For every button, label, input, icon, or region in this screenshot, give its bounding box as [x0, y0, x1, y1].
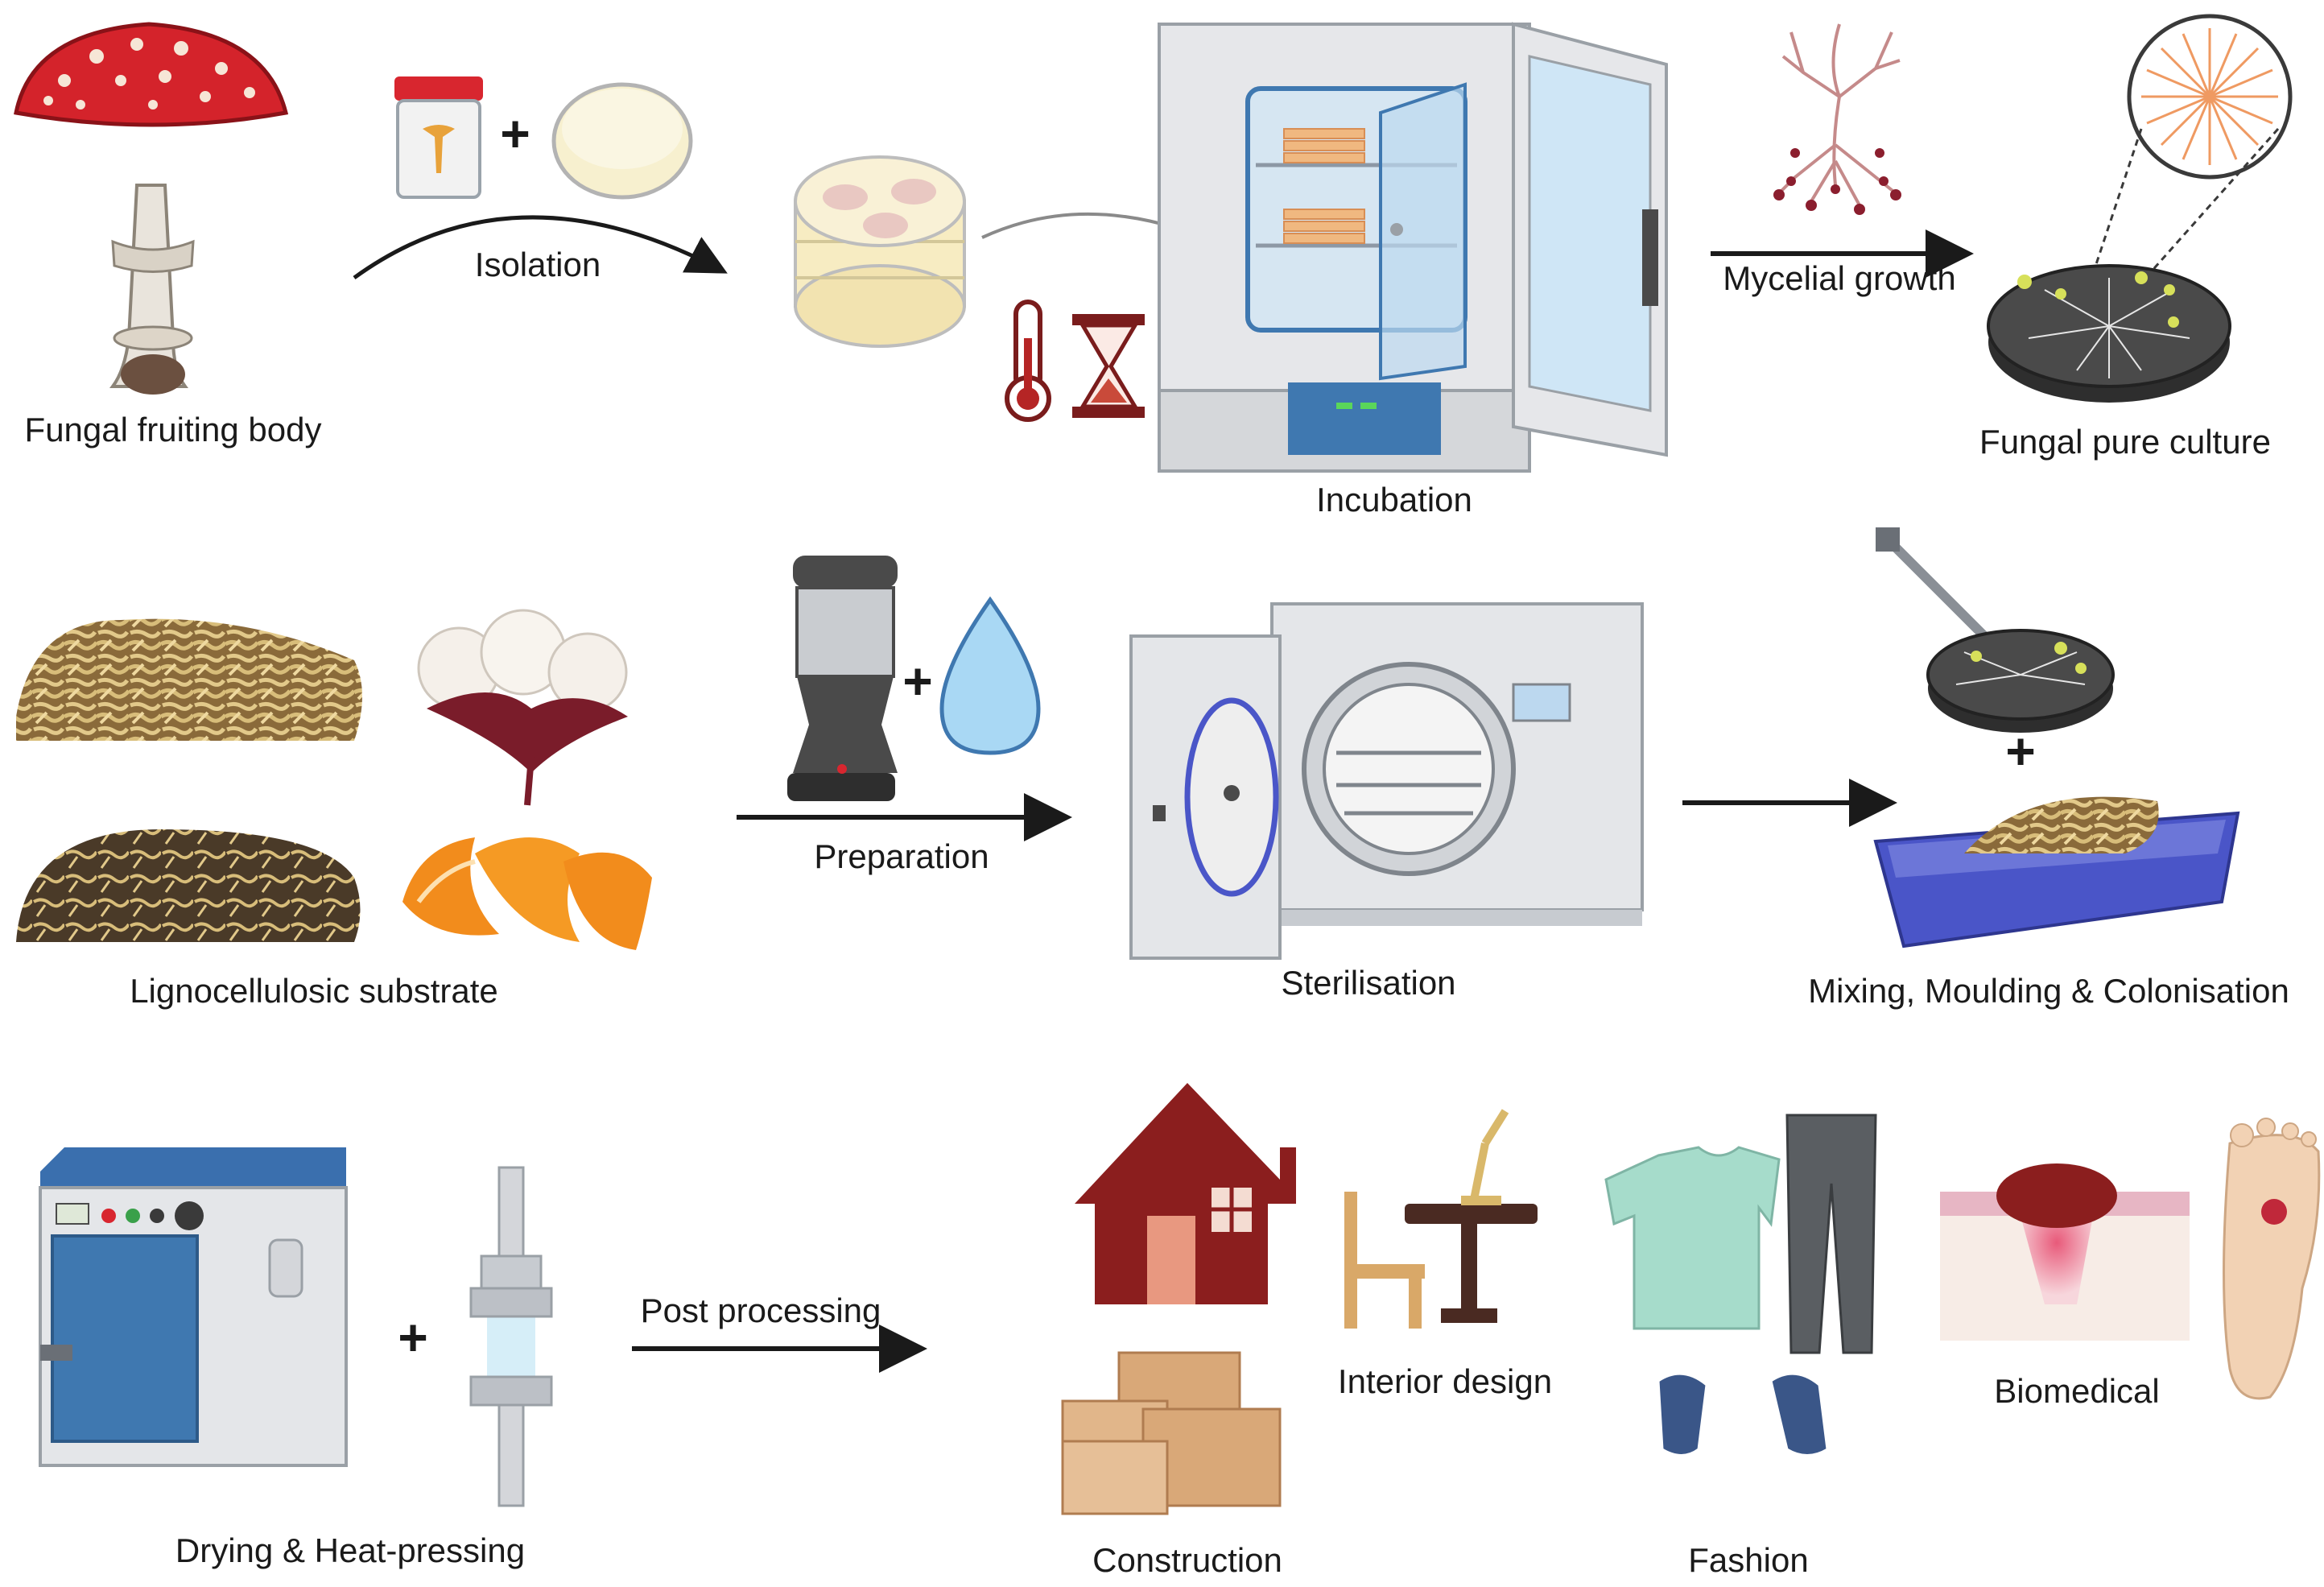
- label-fungal-fruiting-body: Fungal fruiting body: [25, 411, 322, 448]
- mycelium-tree-icon: [1773, 23, 1901, 215]
- boxes-icon: [1061, 1351, 1282, 1515]
- water-drop-icon: [939, 596, 1041, 755]
- plus-sign-isolation: +: [500, 105, 530, 163]
- thermometer-icon: [1005, 300, 1051, 422]
- hourglass-icon: [1072, 314, 1145, 418]
- press-icon: [469, 1166, 553, 1507]
- label-preparation: Preparation: [814, 837, 989, 875]
- house-icon: [1075, 1083, 1296, 1304]
- inoculum-petri-icon: [1926, 629, 2115, 733]
- tshirt-icon: [1604, 1146, 1781, 1330]
- label-isolation: Isolation: [475, 246, 601, 283]
- chair-icon: [1344, 1192, 1425, 1329]
- petri-dish-icon: [551, 82, 693, 200]
- plus-sign-preparation: +: [902, 652, 932, 710]
- label-sterilisation: Sterilisation: [1281, 964, 1455, 1002]
- trousers-icon: [1785, 1114, 1877, 1354]
- straw-pile-icon: [16, 618, 362, 942]
- tray-icon: [1873, 796, 2240, 948]
- cotton-icon: [417, 609, 628, 806]
- foot-icon: [2223, 1118, 2321, 1400]
- label-mycelial-growth: Mycelial growth: [1723, 259, 1955, 297]
- label-post-processing: Post processing: [641, 1292, 881, 1329]
- mycelium-magnifier-icon: [2091, 14, 2293, 275]
- label-drying-heat-pressing: Drying & Heat-pressing: [175, 1531, 525, 1569]
- plus-sign-drying: +: [398, 1308, 427, 1366]
- orange-peel-icon: [402, 837, 652, 950]
- label-biomedical: Biomedical: [1994, 1372, 2159, 1410]
- label-incubation: Incubation: [1316, 481, 1472, 519]
- grinder-icon: [787, 556, 898, 801]
- incubator-icon: [1158, 22, 1668, 473]
- skin-wound-icon: [1940, 1163, 2190, 1341]
- inoculation-loop-icon: [1876, 527, 1988, 640]
- label-fashion: Fashion: [1688, 1541, 1808, 1579]
- label-interior-design: Interior design: [1338, 1362, 1552, 1400]
- stacked-petri-dishes-icon: [794, 155, 966, 348]
- label-fungal-pure-culture: Fungal pure culture: [1979, 423, 2271, 461]
- desk-lamp-icon: [1405, 1109, 1538, 1323]
- mushroom-icon: [14, 22, 289, 395]
- plus-sign-mixing: +: [2005, 722, 2035, 780]
- specimen-jar-icon: [394, 76, 483, 199]
- sneaker-icon: [1657, 1372, 1829, 1457]
- isolation-arrow: [353, 215, 728, 280]
- autoclave-icon: [1129, 602, 1644, 960]
- pure-culture-petri-icon: [1987, 264, 2231, 403]
- label-lignocellulosic-substrate: Lignocellulosic substrate: [130, 972, 498, 1010]
- drying-oven-icon: [39, 1147, 348, 1467]
- label-mixing-moulding-colonisation: Mixing, Moulding & Colonisation: [1808, 972, 2289, 1010]
- label-construction: Construction: [1092, 1541, 1282, 1579]
